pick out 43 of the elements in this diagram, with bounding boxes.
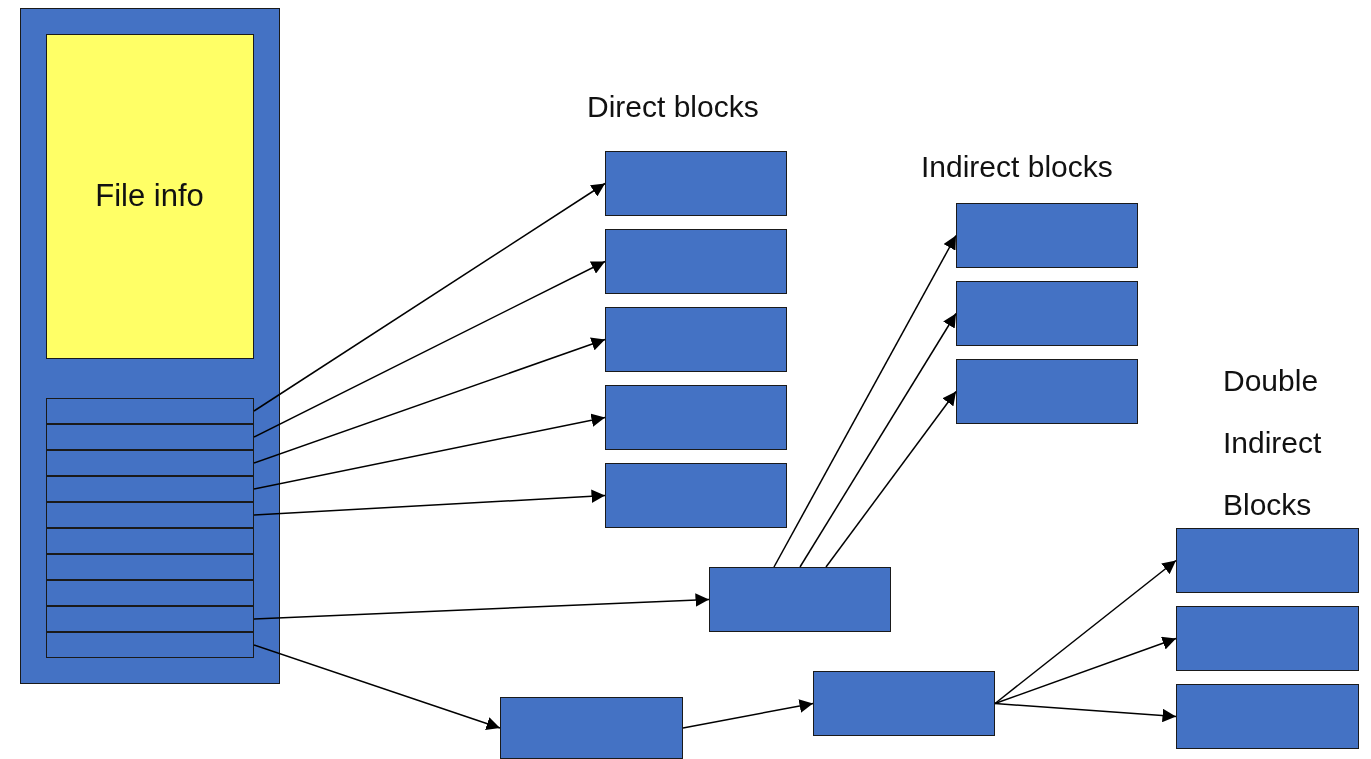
pointer-slot	[45, 579, 254, 606]
data-block	[1176, 606, 1359, 671]
arrow	[253, 337, 606, 464]
pointer-slot	[45, 631, 254, 658]
arrow	[773, 234, 957, 568]
heading-label: Direct blocks	[587, 89, 759, 125]
pointer-slot	[45, 527, 254, 554]
data-block	[1176, 684, 1359, 749]
pointer-slot	[45, 449, 254, 476]
arrow	[253, 182, 606, 412]
data-block	[956, 281, 1138, 346]
data-block	[956, 359, 1138, 424]
pointer-slot	[45, 475, 254, 502]
heading-label: Double Indirect Blocks	[1223, 363, 1323, 523]
pointer-slot	[45, 501, 254, 528]
data-block	[605, 385, 787, 450]
pointer-slot	[45, 553, 254, 580]
pointer-slot	[45, 605, 254, 632]
arrow	[253, 593, 710, 620]
arrow	[994, 702, 1177, 723]
arrow	[799, 312, 957, 568]
arrow	[253, 644, 501, 731]
data-block	[500, 697, 683, 759]
data-block	[605, 463, 787, 528]
heading-label: Indirect blocks	[921, 149, 1113, 185]
arrow	[994, 636, 1177, 705]
arrow	[253, 413, 606, 490]
data-block	[605, 151, 787, 216]
data-block	[605, 307, 787, 372]
arrow	[253, 260, 606, 438]
data-block	[956, 203, 1138, 268]
data-block	[709, 567, 891, 632]
data-block	[605, 229, 787, 294]
data-block	[813, 671, 995, 736]
inode-panel	[20, 8, 280, 684]
arrow	[994, 559, 1177, 705]
arrow	[682, 699, 814, 729]
arrow	[825, 390, 957, 568]
data-block	[1176, 528, 1359, 593]
pointer-slot	[45, 423, 254, 450]
arrow	[253, 489, 606, 516]
pointer-slot	[45, 397, 254, 424]
file-info-panel: File info	[45, 33, 254, 359]
